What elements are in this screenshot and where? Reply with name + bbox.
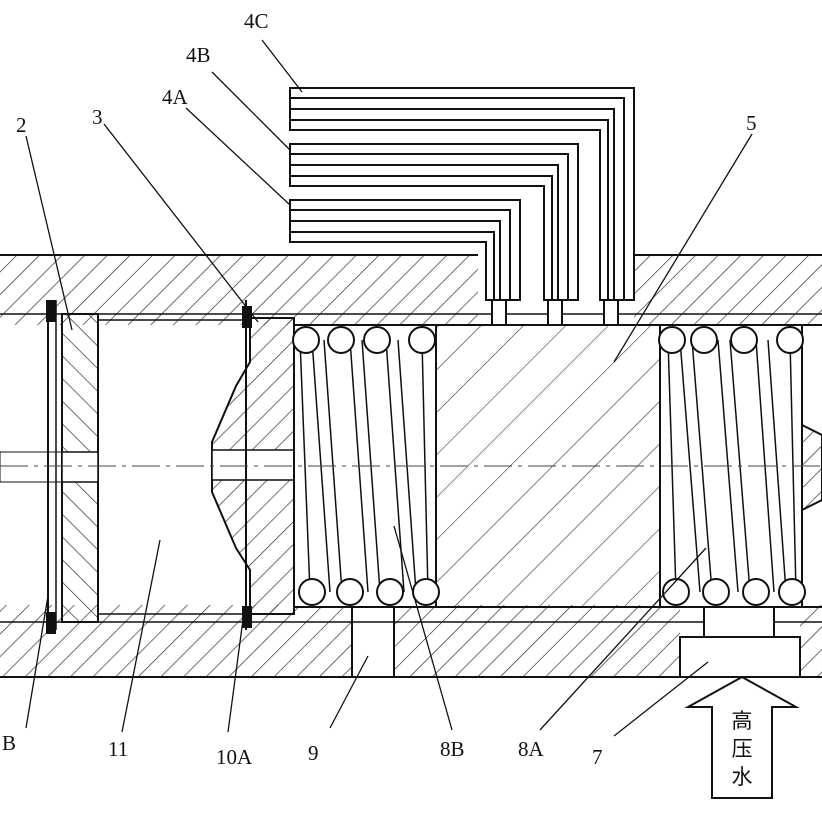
seal-rings-piston [242, 300, 252, 630]
label-8a: 8A [518, 737, 545, 761]
pipe-4b [289, 143, 579, 301]
label-10a: 10A [216, 745, 253, 769]
arrow-char-1: 高 [732, 709, 753, 733]
chamber-11 [98, 319, 250, 615]
pipe-4c [289, 87, 635, 301]
inlet-port [679, 606, 801, 678]
plate-2 [0, 313, 99, 623]
label-4c: 4C [244, 9, 269, 33]
part-labels: 4C 4B 4A 2 3 5 B 11 10A 9 8B 8A 7 [2, 9, 757, 769]
high-pressure-water-arrow: 高 压 水 [684, 675, 800, 799]
pipe-stems [491, 299, 619, 326]
label-5: 5 [746, 111, 757, 135]
label-b: B [2, 731, 16, 755]
label-3: 3 [92, 105, 103, 129]
right-end-cone [801, 424, 822, 511]
label-4b: 4B [186, 43, 211, 67]
seal-rings-left [46, 300, 57, 634]
label-9: 9 [308, 741, 319, 765]
label-8b: 8B [440, 737, 465, 761]
arrow-char-3: 水 [732, 765, 753, 789]
leader-lines [25, 39, 753, 737]
pipe-4a [289, 199, 521, 301]
label-11: 11 [108, 737, 128, 761]
label-2: 2 [16, 113, 27, 137]
label-4a: 4A [162, 85, 189, 109]
label-7: 7 [592, 745, 603, 769]
arrow-char-2: 压 [732, 737, 753, 761]
housing-top-wall [0, 254, 822, 327]
